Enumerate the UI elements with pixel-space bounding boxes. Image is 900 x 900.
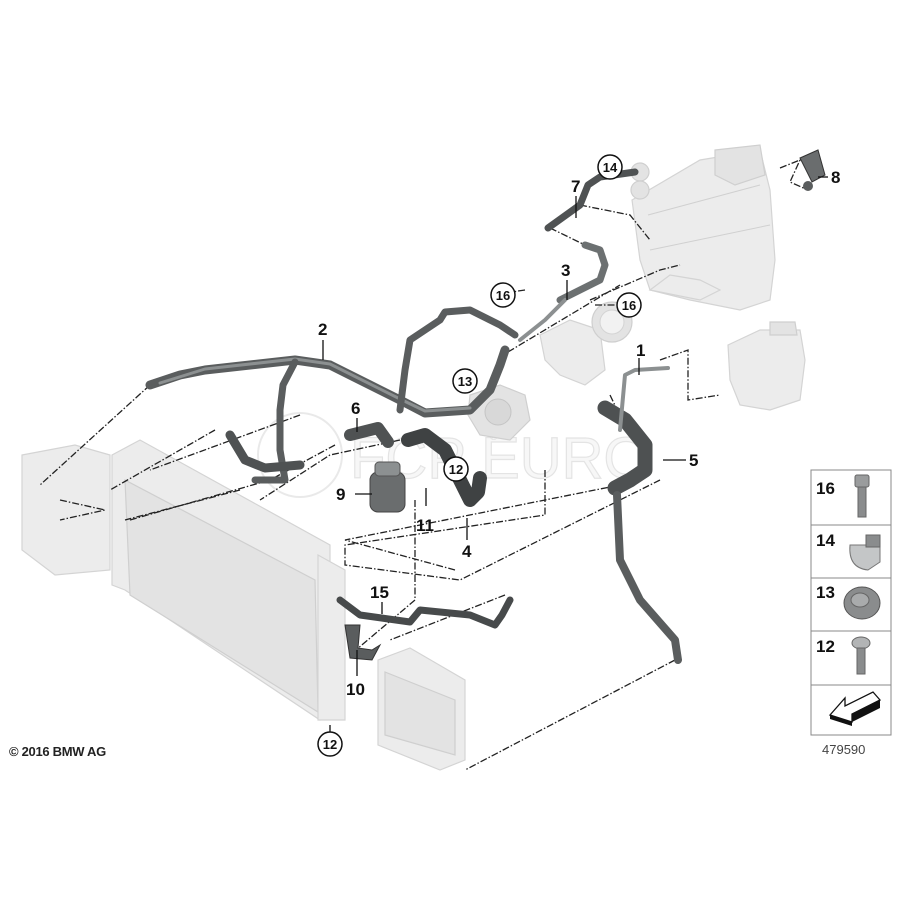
label-9[interactable]: 9	[336, 485, 345, 504]
hose-clamp-icon	[843, 586, 881, 620]
expansion-tank-ghost	[727, 321, 806, 411]
circled-label-14[interactable]: 14	[597, 154, 623, 180]
circled-label-12-text: 12	[323, 737, 337, 752]
circled-label-13-text: 13	[458, 374, 472, 389]
circled-label-16-top[interactable]: 16	[490, 282, 516, 308]
circled-labels: 14 16 16 13 12 12	[317, 154, 642, 757]
screw-icon	[851, 636, 871, 675]
label-3[interactable]: 3	[561, 261, 570, 280]
circled-label-14-text: 14	[603, 160, 618, 175]
intercooler-ghost	[630, 144, 776, 311]
legend-item-12[interactable]: 12	[816, 636, 871, 675]
hose-1	[618, 366, 670, 432]
hose-clip-icon	[849, 534, 881, 571]
auxiliary-radiator-ghost	[377, 647, 466, 771]
label-7[interactable]: 7	[571, 177, 580, 196]
label-6[interactable]: 6	[351, 399, 360, 418]
hose-6	[225, 422, 394, 473]
assembly-lines	[39, 158, 809, 771]
label-2[interactable]: 2	[318, 320, 327, 339]
part-8-bleed-screw	[799, 149, 826, 191]
circled-label-16-right[interactable]: 16	[616, 292, 642, 318]
label-11[interactable]: 11	[416, 516, 434, 535]
legend-item-14[interactable]: 14	[816, 531, 881, 571]
leader-lines	[322, 176, 828, 735]
label-8[interactable]: 8	[831, 168, 840, 187]
label-10[interactable]: 10	[346, 680, 365, 699]
circled-label-13[interactable]: 13	[452, 368, 478, 394]
part-10-sensor	[344, 624, 382, 661]
circled-label-16-text: 16	[622, 298, 636, 313]
label-1[interactable]: 1	[636, 341, 645, 360]
bolt-icon	[854, 474, 870, 518]
thermostat-housing-ghost	[539, 301, 633, 386]
label-4[interactable]: 4	[462, 542, 472, 561]
circled-label-16-text: 16	[496, 288, 510, 303]
legend-number-14: 14	[816, 531, 835, 550]
legend-panel: 16 14 13 12	[810, 469, 892, 736]
diagram-number: 479590	[822, 742, 866, 757]
hose-7	[544, 168, 639, 232]
hose-15	[336, 596, 514, 629]
legend-number-16: 16	[816, 479, 835, 498]
label-15[interactable]: 15	[370, 583, 389, 602]
hose-2	[145, 306, 519, 484]
legend-number-12: 12	[816, 637, 835, 656]
label-5[interactable]: 5	[689, 451, 698, 470]
part-labels: 1 2 3 4 5 6 7 8 9 10 11 15	[318, 168, 840, 699]
hose-3	[518, 241, 609, 342]
legend-item-16[interactable]: 16	[816, 474, 870, 518]
direction-arrow-icon	[828, 691, 882, 726]
legend-number-13: 13	[816, 583, 835, 602]
legend-item-arrow[interactable]	[828, 691, 882, 726]
radiator-ghost	[21, 439, 346, 721]
part-9-electric-pump	[369, 461, 406, 513]
legend-item-13[interactable]: 13	[816, 583, 881, 620]
circled-label-12-bottom[interactable]: 12	[317, 731, 343, 757]
circled-label-12-mid[interactable]: 12	[443, 456, 469, 482]
circled-label-12-text: 12	[449, 462, 463, 477]
copyright-text: © 2016 BMW AG	[9, 744, 106, 759]
